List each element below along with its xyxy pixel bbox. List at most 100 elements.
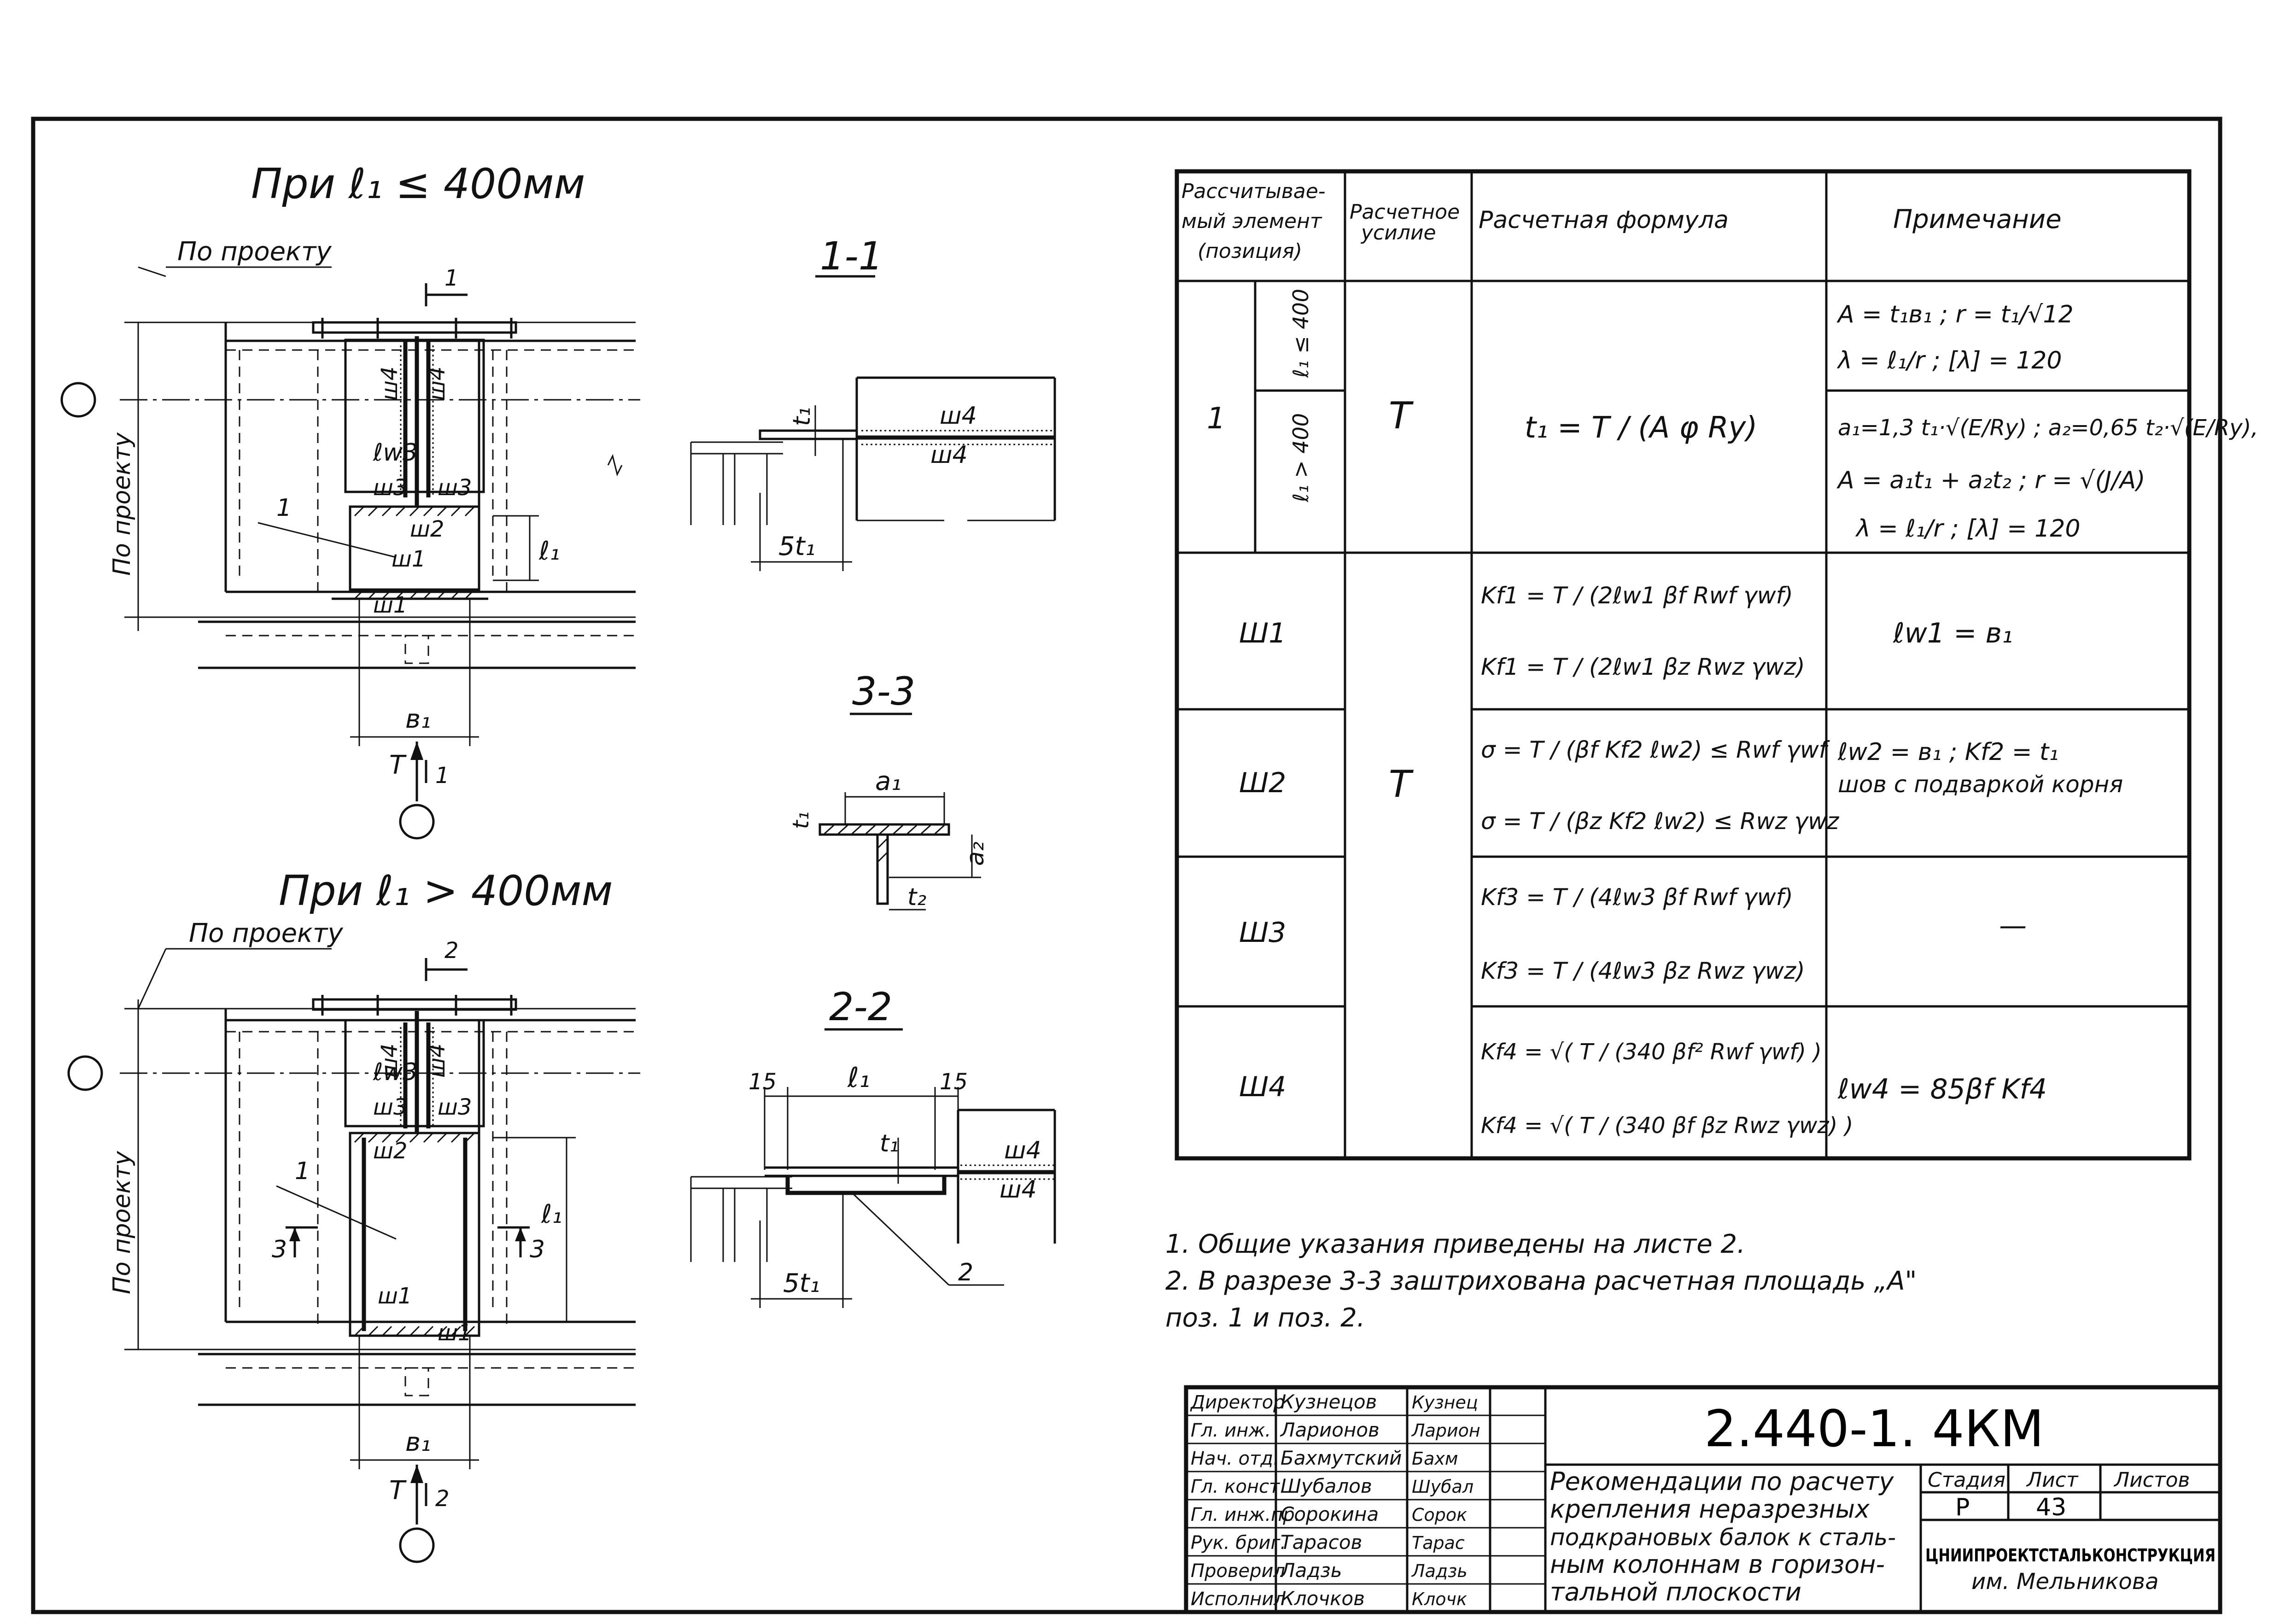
view-a-w4a: ш4 <box>377 367 403 401</box>
tb-desc-1: крепления неразрезных <box>1550 1495 1870 1524</box>
row3-note2: шов с подваркой корня <box>1838 771 2123 798</box>
view-b-b1: в₁ <box>405 1427 431 1457</box>
section-2-2-15b: 15 <box>940 1069 968 1095</box>
section-2-2-w4b: ш4 <box>1000 1176 1037 1203</box>
tb-role-5: Рук. бриг. <box>1191 1532 1286 1554</box>
view-a: При ℓ₁ ≤ 400мм По проекту По проекту <box>108 160 640 801</box>
tb-sign-7: Клочк <box>1412 1589 1467 1609</box>
view-a-pos1: 1 <box>276 494 292 522</box>
view-b-w1a: ш1 <box>378 1283 412 1309</box>
view-a-w3a: ш3 <box>373 475 407 501</box>
row3-formula2: σ = T / (βz Kf2 ℓw2) ≤ Rwz γwz <box>1481 808 1840 835</box>
view-a-sec-top: 1 <box>444 265 459 291</box>
tb-sign-1: Ларион <box>1411 1420 1480 1441</box>
tb-role-1: Гл. инж. <box>1191 1420 1271 1441</box>
row5-element: Ш4 <box>1239 1071 1286 1103</box>
row1-note2: λ = ℓ₁/r ; [λ] = 120 <box>1836 347 2062 374</box>
row3-note1: ℓw2 = в₁ ; Kf2 = t₁ <box>1837 738 2058 766</box>
view-b-w3a: ш3 <box>373 1094 407 1120</box>
tb-role-0: Директор <box>1190 1392 1285 1413</box>
tb-sign-6: Ладзь <box>1411 1561 1468 1581</box>
section-1-1-t1: t₁ <box>788 407 816 426</box>
section-2-2-pos2: 2 <box>958 1259 973 1286</box>
view-b: При ℓ₁ > 400мм По проекту По проекту <box>108 867 640 1525</box>
row1-note4: A = a₁t₁ + a₂t₂ ; r = √(J/A) <box>1836 467 2145 494</box>
view-b-pos1: 1 <box>295 1157 310 1185</box>
section-1-1-st1: 5t₁ <box>778 532 815 561</box>
row2-formula2: Kf1 = T / (2ℓw1 βz Rwz γwz) <box>1481 654 1805 680</box>
view-b-w4a: ш4 <box>377 1044 403 1078</box>
note-1: 1. Общие указания приведены на листе 2. <box>1165 1229 1745 1259</box>
row1-formula: t₁ = T / (A φ Ry) <box>1525 411 1757 445</box>
tb-org-sub: им. Мельникова <box>1971 1569 2158 1595</box>
th-force-line2: усилие <box>1360 221 1436 245</box>
tb-name-3: Шубалов <box>1280 1475 1372 1497</box>
section-2-2-l1: ℓ₁ <box>847 1062 870 1094</box>
view-a-w2: ш2 <box>410 516 444 542</box>
row4-formula2: Kf3 = T / (4ℓw3 βz Rwz γwz) <box>1481 958 1805 984</box>
section-3-3-a1: a₁ <box>875 766 901 796</box>
tb-code: 2.440-1. 4КМ <box>1704 1399 2044 1458</box>
row4-note: — <box>1999 910 2027 942</box>
section-3-3-t2: t₂ <box>907 883 926 911</box>
view-a-w1a: ш1 <box>392 546 426 572</box>
row5-formula1: Kf4 = √( T / (340 βf² Rwf γwf) ) <box>1481 1039 1822 1065</box>
th-element-line1: Рассчитывае- <box>1181 180 1326 203</box>
view-b-l1: ℓ₁ <box>541 1199 562 1229</box>
tb-org: ЦНИИПРОЕКТСТАЛЬКОНСТРУКЦИЯ <box>1925 1545 2216 1566</box>
tb-desc-3: ным колоннам в горизон- <box>1550 1550 1885 1579</box>
view-b-by-project: По проекту <box>189 918 343 948</box>
tb-role-7: Исполнил <box>1191 1589 1286 1610</box>
view-a-by-project: По проекту <box>177 237 332 267</box>
tb-role-3: Гл. конст. <box>1191 1476 1286 1497</box>
row5-formula2: Kf4 = √( T / (340 βf βz Rwz γwz) ) <box>1481 1113 1853 1139</box>
section-3-3-title: 3-3 <box>852 669 915 714</box>
view-b-w3b: ш3 <box>438 1094 472 1120</box>
section-1-1: 1-1 5t₁ t₁ ш4 ш4 <box>690 234 1056 571</box>
tb-sign-2: Бахм <box>1412 1449 1458 1469</box>
row1-sub1: ℓ₁ ≤ 400 <box>1288 289 1313 378</box>
tb-desc-2: подкрановых балок к сталь- <box>1550 1524 1896 1551</box>
view-a-sec-bottom: 1 <box>435 763 450 789</box>
th-element-line3: (позиция) <box>1198 240 1302 263</box>
tb-name-2: Бахмутский <box>1280 1447 1402 1469</box>
tb-role-2: Нач. отд. <box>1191 1448 1279 1469</box>
section-1-1-title: 1-1 <box>820 234 883 279</box>
tb-sign-3: Шубал <box>1412 1477 1473 1497</box>
general-notes: 1. Общие указания приведены на листе 2. … <box>1165 1229 1917 1333</box>
view-b-cut3b: 3 <box>530 1236 545 1263</box>
section-3-3-t1: t₁ <box>788 812 814 829</box>
tb-sign-0: Кузнец <box>1412 1392 1478 1413</box>
tb-sheet: 43 <box>2036 1494 2066 1521</box>
view-a-hatch <box>354 506 475 600</box>
calc-table: Рассчитывае- мый элемент (позиция) Расче… <box>1175 169 2258 1161</box>
tb-role-6: Проверил <box>1191 1560 1285 1582</box>
th-force-line1: Расчетное <box>1350 200 1460 224</box>
view-b-w2: ш2 <box>373 1138 407 1164</box>
row1-force: T <box>1389 394 1414 437</box>
tb-sign-5: Тарас <box>1412 1533 1465 1553</box>
view-b-w4b: ш4 <box>424 1044 450 1078</box>
tb-sheets-header: Листов <box>2113 1468 2190 1492</box>
view-b-lw3: ℓw3 <box>373 1058 418 1086</box>
row5-note: ℓw4 = 85βf Kf4 <box>1837 1073 2047 1105</box>
tb-name-0: Кузнецов <box>1280 1390 1377 1413</box>
th-note: Примечание <box>1893 204 2062 234</box>
view-a-w3b: ш3 <box>438 475 472 501</box>
view-a-w4b: ш4 <box>424 367 450 401</box>
section-1-1-w4a: ш4 <box>940 402 977 430</box>
row4-element: Ш3 <box>1239 917 1286 949</box>
section-2-2-st1: 5t₁ <box>783 1268 820 1298</box>
note-2: 2. В разрезе 3-3 заштрихована расчетная … <box>1165 1266 1917 1296</box>
section-2-2-w4a: ш4 <box>1004 1137 1041 1164</box>
sheet-frame <box>31 117 2222 1614</box>
row4-formula1: Kf3 = T / (4ℓw3 βf Rwf γwf) <box>1481 884 1793 911</box>
tb-sign-4: Сорок <box>1412 1505 1467 1525</box>
tb-name-7: Клочков <box>1280 1587 1365 1610</box>
tb-stage-header: Стадия <box>1928 1468 2006 1492</box>
row1-note1: A = t₁в₁ ; r = t₁/√12 <box>1836 301 2074 328</box>
tb-name-6: Ладзь <box>1280 1559 1342 1582</box>
tb-stage: Р <box>1955 1494 1970 1521</box>
row1-element: 1 <box>1207 402 1226 436</box>
